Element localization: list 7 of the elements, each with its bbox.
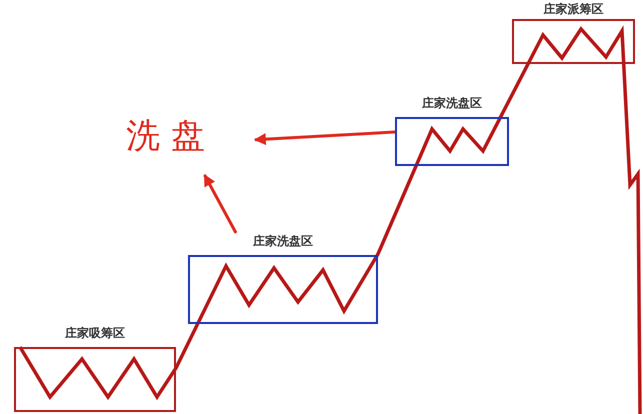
arrow	[254, 130, 396, 146]
zone-label: 庄家洗盘区	[253, 233, 313, 249]
arrow	[203, 174, 238, 234]
zone-label: 庄家派筹区	[544, 1, 604, 17]
zone-label: 庄家吸筹区	[65, 325, 125, 341]
zone-label: 庄家洗盘区	[422, 95, 482, 111]
callout-title: 洗 盘	[126, 116, 205, 156]
